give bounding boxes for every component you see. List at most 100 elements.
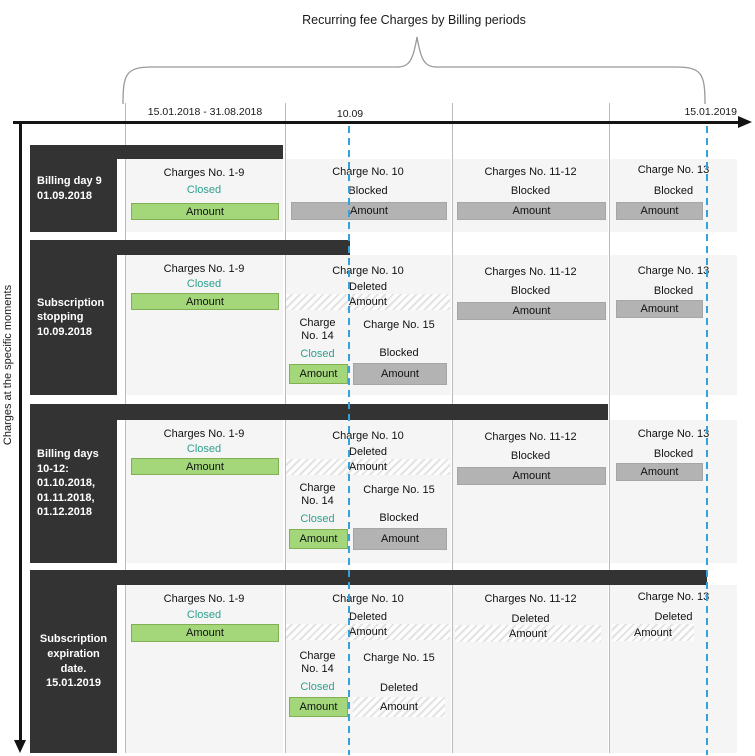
charge-15-status: Blocked (379, 512, 419, 524)
charge-title: Charges No. 1-9 (163, 263, 245, 275)
column-line-3 (452, 103, 453, 753)
charge-status: Closed (186, 443, 222, 455)
cell-charges-1-9: Charges No. 1-9 Closed Amount (125, 585, 283, 753)
amount-label: Amount (299, 701, 338, 713)
charge-15-title: Charge No. 15 (363, 319, 435, 331)
cell-charges-1-9: Charges No. 1-9 Closed Amount (125, 255, 283, 395)
amount-box: Amount (131, 458, 279, 475)
charge-status: Deleted (654, 611, 693, 623)
amount-label: Amount (640, 466, 679, 478)
charge-status: Deleted (511, 613, 550, 625)
amount-box-deleted: Amount (286, 624, 450, 640)
amount-label: Amount (381, 368, 419, 380)
amount-box: Amount (457, 302, 606, 320)
amount-label: Amount (634, 626, 672, 639)
amount-box: Amount (289, 529, 348, 549)
charge-14-title: Charge No. 14 (299, 317, 336, 342)
column-line-4 (609, 103, 610, 753)
time-axis-arrow-icon (738, 116, 752, 128)
row-label-subscription-stopping: Subscription stopping 10.09.2018 (30, 240, 117, 395)
amount-label: Amount (509, 627, 547, 640)
amount-box-deleted: Amount (286, 294, 450, 310)
amount-label: Amount (349, 296, 387, 308)
amount-label: Amount (299, 368, 338, 380)
row-label-text: Billing days 10-12: 01.10.2018, 01.11.20… (37, 448, 99, 519)
charge-14-status: Closed (300, 681, 335, 693)
charge-15-status: Deleted (380, 682, 418, 694)
diagram-title: Recurring fee Charges by Billing periods (302, 13, 526, 27)
amount-box-deleted: Amount (612, 624, 694, 641)
charge-title: Charge No. 10 (332, 430, 404, 442)
charge-14-title: Charge No. 14 (299, 482, 336, 507)
charge-title: Charge No. 10 (332, 593, 404, 605)
charge-title: Charge No. 13 (637, 591, 710, 603)
amount-label: Amount (640, 303, 679, 315)
charge-status: Blocked (510, 450, 551, 462)
amount-box: Amount (291, 202, 447, 220)
amount-box: Amount (353, 363, 447, 385)
axis-label-15012019: 15.01.2019 (684, 106, 737, 118)
amount-label: Amount (380, 701, 418, 713)
column-line-2 (285, 103, 286, 753)
column-line-1 (125, 103, 126, 753)
charge-title: Charge No. 13 (637, 164, 710, 176)
charge-15-title: Charge No. 15 (363, 652, 435, 664)
charge-title: Charges No. 1-9 (163, 593, 245, 605)
charge-title: Charges No. 11-12 (484, 166, 577, 178)
charge-status: Blocked (510, 285, 551, 297)
amount-box: Amount (616, 300, 703, 318)
row-label-text: Billing day 9 01.09.2018 (37, 174, 102, 202)
charge-title: Charge No. 10 (332, 166, 404, 178)
amount-box: Amount (131, 203, 279, 220)
charge-status: Blocked (510, 185, 551, 197)
row-label-billing-day-9: Billing day 9 01.09.2018 (30, 145, 117, 232)
charge-title: Charges No. 11-12 (484, 266, 577, 278)
charge-15-title: Charge No. 15 (363, 484, 435, 496)
amount-box: Amount (131, 624, 279, 642)
charge-status: Blocked (653, 285, 694, 297)
dashed-marker-15012019 (706, 126, 708, 755)
charge-status: Blocked (653, 448, 694, 460)
amount-label: Amount (350, 205, 388, 217)
charge-status: Deleted (349, 611, 387, 623)
amount-label: Amount (186, 205, 224, 218)
row-timeline-bar (30, 570, 707, 585)
charge-status: Blocked (348, 185, 388, 197)
amount-label: Amount (299, 533, 338, 545)
time-axis (13, 121, 740, 124)
amount-box: Amount (457, 467, 606, 485)
amount-label: Amount (512, 205, 551, 217)
charge-title: Charges No. 11-12 (484, 431, 577, 443)
charge-status: Deleted (349, 446, 387, 458)
dashed-marker-1009 (348, 126, 350, 755)
row-label-billing-days-10-12: Billing days 10-12: 01.10.2018, 01.11.20… (30, 404, 117, 563)
row-label-subscription-expiration: Subscription expiration date. 15.01.2019 (30, 570, 117, 753)
charge-status: Closed (186, 278, 222, 290)
cell-charge-13: Charge No. 13 Deleted Amount (610, 585, 737, 753)
amount-box: Amount (289, 697, 348, 717)
cell-charges-11-12: Charges No. 11-12 Blocked Amount (453, 420, 608, 563)
cell-charge-10: Charge No. 10 Deleted Amount Charge No. … (285, 420, 451, 563)
charge-status: Blocked (653, 185, 694, 197)
amount-label: Amount (381, 533, 419, 545)
row-timeline-bar (30, 404, 608, 420)
charge-title: Charge No. 13 (637, 265, 710, 277)
amount-box-deleted: Amount (455, 625, 601, 642)
moments-axis-arrow-icon (14, 740, 26, 753)
charge-status: Closed (186, 609, 222, 621)
amount-box: Amount (616, 202, 703, 220)
cell-charges-11-12: Charges No. 11-12 Blocked Amount (453, 255, 608, 395)
charge-14-status: Closed (300, 348, 335, 360)
cell-charge-10: Charge No. 10 Blocked Amount (285, 159, 451, 232)
charge-status: Closed (186, 184, 222, 196)
charge-title: Charges No. 1-9 (163, 167, 245, 179)
charge-title: Charge No. 10 (332, 265, 404, 277)
cell-charges-11-12: Charges No. 11-12 Deleted Amount (453, 585, 608, 753)
charge-15-status: Blocked (379, 347, 419, 359)
amount-label: Amount (186, 627, 224, 639)
curly-brace (122, 36, 706, 105)
amount-label: Amount (349, 626, 387, 638)
amount-box-deleted: Amount (353, 697, 445, 717)
amount-label: Amount (349, 461, 387, 473)
